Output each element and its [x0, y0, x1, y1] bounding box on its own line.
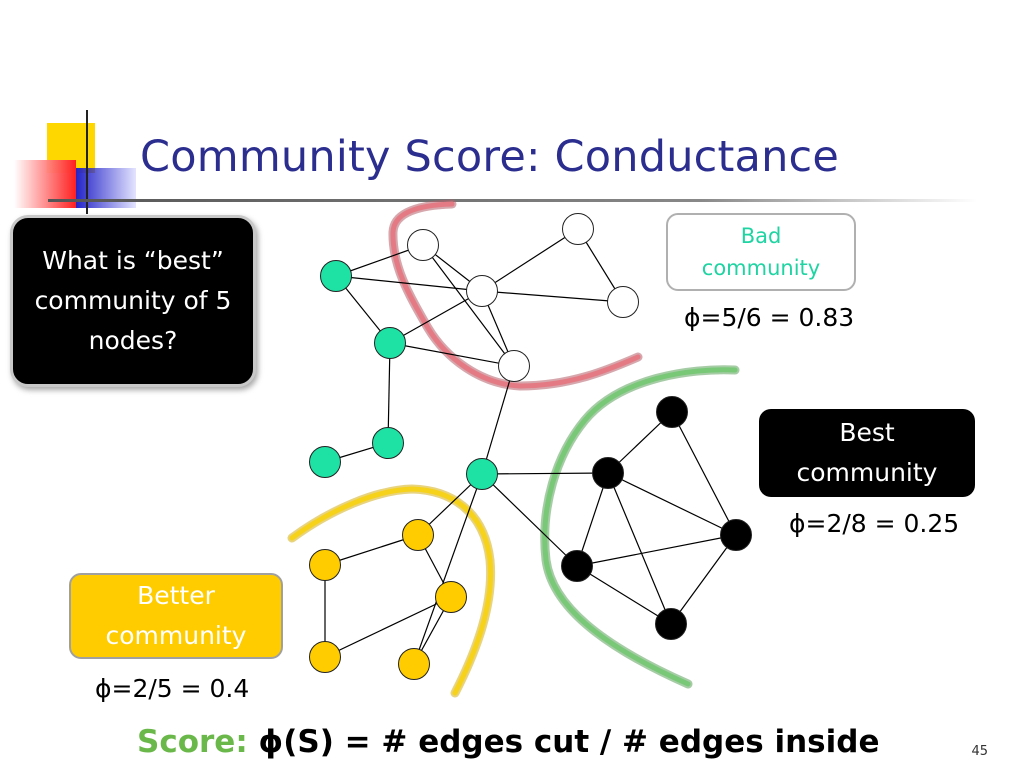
graph-edge: [671, 411, 737, 536]
title-divider: [48, 199, 978, 202]
graph-edge: [481, 365, 515, 475]
graph-edge: [481, 290, 624, 303]
graph-edge: [607, 472, 672, 625]
graph-node-yellow: [435, 581, 467, 613]
page-title: Community Score: Conductance: [140, 132, 840, 182]
graph-node-black: [720, 519, 752, 551]
better-community-label-box: Better community: [69, 573, 283, 659]
graph-node-black: [655, 608, 687, 640]
graph-node-white: [498, 350, 530, 382]
best-community-label: Best community: [796, 418, 938, 487]
question-callout: What is “best” community of 5 nodes?: [10, 215, 256, 387]
graph-edge: [335, 275, 483, 292]
graph-edge: [422, 244, 515, 367]
graph-node-white: [407, 229, 439, 261]
bad-community-phi: ϕ=5/6 = 0.83: [684, 303, 855, 332]
page-number: 45: [971, 744, 988, 759]
graph-edge: [389, 342, 515, 367]
graph-edge: [670, 534, 737, 625]
graph-edge: [576, 534, 737, 567]
graph-edge: [607, 472, 737, 536]
graph-node-black: [656, 396, 688, 428]
graph-node-teal: [320, 260, 352, 292]
graph-node-white: [562, 213, 594, 245]
score-formula: ϕ(S) = # edges cut / # edges inside: [258, 724, 880, 760]
graph-node-teal: [466, 458, 498, 490]
graph-edge: [324, 534, 419, 566]
graph-node-teal: [374, 327, 406, 359]
graph-node-teal: [309, 446, 341, 478]
graph-node-black: [561, 550, 593, 582]
graph-node-yellow: [402, 519, 434, 551]
bad-community-label-box: Bad community: [666, 213, 856, 291]
best-community-phi: ϕ=2/8 = 0.25: [789, 509, 960, 538]
graph-node-white: [607, 286, 639, 318]
better-community-phi: ϕ=2/5 = 0.4: [95, 674, 250, 703]
graph-edge: [576, 565, 672, 625]
graph-node-teal: [372, 427, 404, 459]
score-label: Score:: [137, 724, 248, 760]
graph-node-yellow: [309, 549, 341, 581]
graph-node-yellow: [309, 641, 341, 673]
best-community-boundary: [540, 365, 740, 689]
graph-edge: [481, 472, 609, 475]
graph-edge: [324, 596, 452, 658]
better-community-label: Better community: [105, 581, 247, 650]
decor-vertical-line: [86, 110, 88, 214]
graph-node-white: [466, 275, 498, 307]
graph-edge: [481, 473, 578, 567]
graph-edge: [389, 290, 483, 344]
bad-community-label: Bad community: [701, 224, 821, 280]
graph-edge: [481, 228, 579, 292]
graph-node-yellow: [398, 648, 430, 680]
best-community-label-box: Best community: [759, 409, 975, 497]
graph-node-black: [592, 457, 624, 489]
graph-edge: [413, 473, 483, 665]
question-text: What is “best” community of 5 nodes?: [34, 246, 232, 355]
graph-edge: [576, 472, 609, 567]
score-formula-line: Score: ϕ(S) = # edges cut / # edges insi…: [137, 724, 879, 760]
graph-edge: [387, 342, 391, 444]
